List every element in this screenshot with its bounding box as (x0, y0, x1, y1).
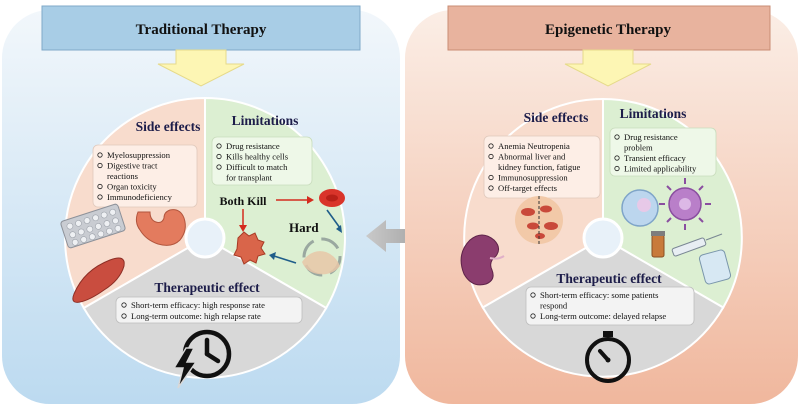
right-side-effects-item: kidney function, fatigue (498, 162, 581, 172)
left-limitations-bullet (216, 164, 222, 170)
spiky-cell-icon (659, 178, 711, 230)
both-kill-arrowhead-right (307, 196, 314, 204)
right-limitations-item: Drug resistance (624, 132, 678, 142)
right-header-box (447, 5, 771, 51)
right-limitations-heading: Limitations (620, 106, 687, 121)
right-therapeutic-heading: Therapeutic effect (556, 271, 662, 286)
syringe-icon (671, 233, 723, 257)
left-side-effects-item: reactions (107, 171, 139, 181)
left-limitations-item: for transplant (226, 173, 273, 183)
right-side-effects-item: Off-target effects (498, 183, 558, 193)
stomach-icon (135, 209, 186, 246)
right-side-effects-item: Abnormal liver and (498, 152, 566, 162)
right-therapeutic-bullet (530, 313, 536, 319)
left-side-effects-item: Digestive tract (107, 161, 158, 171)
right-side-effects-item: Immunosuppression (498, 173, 568, 183)
left-limitations-bullet (216, 143, 222, 149)
left-limitations-item: Kills healthy cells (226, 152, 289, 162)
left-limitations-item: Drug resistance (226, 141, 280, 151)
left-therapeutic-bullet (121, 302, 127, 308)
hard-arrowhead-left (269, 252, 276, 260)
right-limitations-item: Transient efficacy (624, 153, 687, 163)
left-therapeutic-item: Short-term efficacy: high response rate (131, 300, 265, 310)
left-side-effects-bullet (97, 162, 103, 169)
left-side-effects-box (92, 144, 198, 208)
right-side-effects-bullet (488, 153, 494, 160)
left-side-effects-bullet (97, 194, 103, 200)
left-limitations-bullet (216, 153, 222, 160)
pill-pack-icon (60, 203, 126, 249)
both-kill-label: Both Kill (219, 194, 267, 208)
right-panel: Epigenetic Therapy Side effects Anemia N… (405, 5, 798, 404)
right-limitations-box (609, 127, 717, 177)
left-title: Traditional Therapy (136, 22, 267, 38)
left-down-arrow-icon (157, 49, 245, 87)
hard-arrow-down (326, 209, 341, 229)
vial-icon (651, 231, 665, 258)
right-title: Epigenetic Therapy (545, 22, 671, 38)
left-side-effects-heading: Side effects (136, 119, 201, 134)
stopwatch-icon (585, 331, 631, 383)
both-kill-arrowhead-down (239, 225, 247, 232)
right-therapeutic-item: Short-term efficacy: some patients (540, 290, 659, 300)
right-side-effects-bullet (488, 174, 494, 181)
right-therapeutic-item: respond (540, 301, 568, 311)
transplant-cycle-icon (302, 237, 342, 277)
left-side-effects-item: Immunodeficiency (107, 192, 173, 202)
right-limitations-bullet (614, 155, 620, 161)
right-side-effects-bullet (488, 185, 494, 191)
damaged-cell-icon (233, 231, 266, 265)
right-side-effects-heading: Side effects (524, 110, 589, 125)
right-limitations-bullet (614, 134, 620, 140)
right-side-effects-bullet (488, 143, 494, 149)
iv-bag-icon (698, 249, 732, 285)
left-limitations-item: Difficult to match (226, 162, 288, 172)
left-side-effects-bullet (97, 183, 103, 190)
clock-lightning-icon (172, 329, 232, 389)
left-wheel-hub (184, 217, 226, 259)
left-therapeutic-box (115, 296, 303, 324)
left-header-box (41, 5, 361, 51)
left-limitations-heading: Limitations (232, 113, 299, 128)
right-limitations-item: problem (624, 143, 653, 153)
right-therapeutic-box (525, 286, 695, 326)
right-down-arrow-icon (564, 49, 652, 87)
right-therapeutic-bullet (530, 292, 536, 298)
left-side-effects-item: Organ toxicity (107, 182, 157, 192)
hard-arrowhead-down (336, 225, 342, 233)
right-limitations-item: Limited applicability (624, 164, 697, 174)
blood-cells-icon (515, 196, 563, 244)
right-side-effects-item: Anemia Neutropenia (498, 141, 570, 151)
hard-arrow-left (273, 255, 297, 264)
left-panel: Traditional Therapy Side effects Myelosu… (2, 5, 400, 404)
kidney-icon (460, 234, 500, 286)
hard-label: Hard (289, 220, 319, 235)
right-therapeutic-item: Long-term outcome: delayed relapse (540, 311, 666, 321)
left-side-effects-bullet (97, 152, 103, 158)
left-limitations-box (211, 136, 313, 186)
right-wheel-hub (582, 217, 624, 259)
left-therapeutic-bullet (121, 313, 127, 319)
right-limitations-bullet (614, 165, 620, 172)
left-therapeutic-heading: Therapeutic effect (154, 280, 260, 295)
left-therapeutic-item: Long-term outcome: high relapse rate (131, 311, 261, 321)
intestine-icon (72, 257, 125, 303)
left-side-effects-item: Myelosuppression (107, 150, 171, 160)
